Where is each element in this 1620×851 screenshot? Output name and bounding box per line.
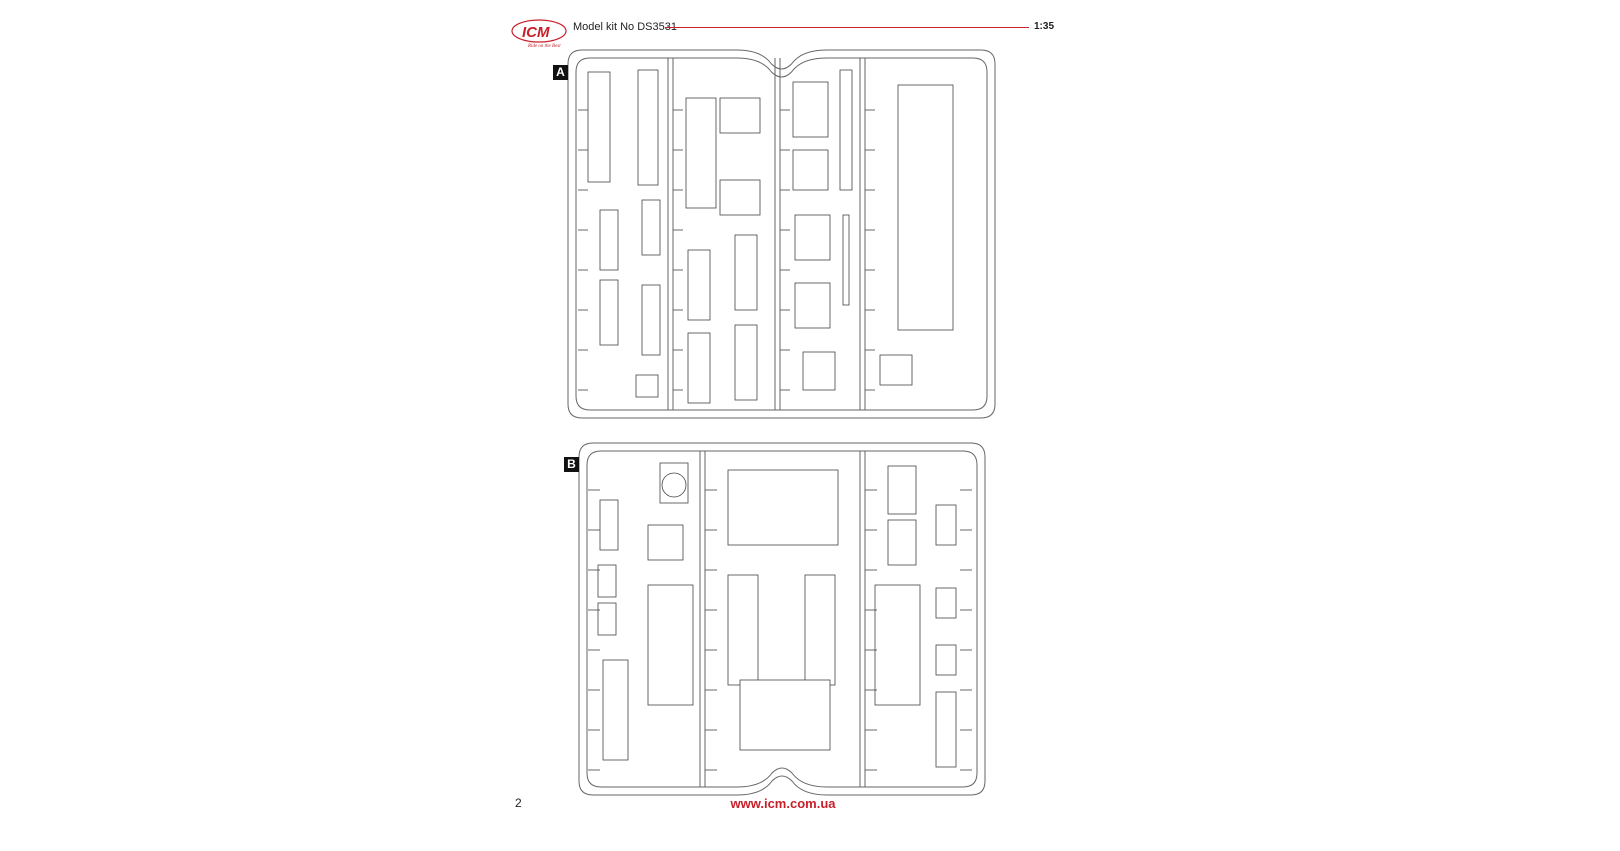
- sprue-part: [935, 587, 957, 619]
- sprue-part: [734, 234, 758, 311]
- sprue-part: [727, 574, 759, 686]
- sprue-part: [719, 179, 761, 216]
- header-rule: [665, 27, 1029, 28]
- sprue-part: [839, 69, 853, 191]
- sprue-part: [687, 332, 711, 404]
- sprue-frame-outline: [578, 442, 986, 796]
- sprue-part: [602, 659, 629, 761]
- sprue-part: [802, 351, 836, 391]
- sprue-part: [647, 524, 684, 561]
- sprue-part: [727, 469, 839, 546]
- sprue-part: [587, 71, 611, 183]
- sprue-part: [734, 324, 758, 401]
- sprue-part: [897, 84, 954, 331]
- sprue-parts: [578, 69, 972, 771]
- sprue-frame-outline: [575, 57, 988, 411]
- sprue-part: [661, 472, 687, 498]
- sprue-part: [635, 374, 659, 398]
- sprue-part: [641, 284, 661, 356]
- sprue-part: [599, 209, 619, 271]
- sprue-part: [842, 214, 850, 306]
- sprue-part: [804, 574, 836, 686]
- sprue-part: [794, 214, 831, 261]
- scale-label: 1:35: [1034, 21, 1055, 32]
- website-link[interactable]: www.icm.com.ua: [730, 796, 836, 811]
- kit-title: Model kit No DS3531: [573, 21, 677, 33]
- sprue-part: [647, 584, 694, 706]
- sprue-part: [597, 564, 617, 598]
- sprue-frame-outline: [586, 450, 978, 788]
- sprue-part: [739, 679, 831, 751]
- sprue-part: [597, 602, 617, 636]
- sprue-part: [887, 465, 917, 515]
- sprue-part: [935, 644, 957, 676]
- sprue-part: [719, 97, 761, 134]
- icm-logo: ICM Ride on the Best: [511, 19, 567, 49]
- svg-text:Ride on the Best: Ride on the Best: [527, 44, 561, 49]
- sprue-part: [599, 279, 619, 346]
- sprue-part: [641, 199, 661, 256]
- sprue-label-b: B: [564, 457, 579, 472]
- sprue-b-frame: [578, 442, 986, 796]
- sprue-part: [792, 149, 829, 191]
- sprue-part: [879, 354, 913, 386]
- sprue-part: [685, 97, 717, 209]
- sprue-part: [935, 691, 957, 768]
- svg-text:ICM: ICM: [522, 24, 550, 41]
- page-number: 2: [515, 796, 522, 810]
- sprue-part: [637, 69, 659, 186]
- sprue-a-frame: [567, 49, 996, 419]
- sprue-part: [792, 81, 829, 138]
- sprue-part: [935, 504, 957, 546]
- sprue-part: [874, 584, 921, 706]
- sprue-part: [599, 499, 619, 551]
- sprue-frame-outline: [567, 49, 996, 419]
- sprue-part: [794, 282, 831, 329]
- sprue-part: [887, 519, 917, 566]
- sprue-part: [687, 249, 711, 321]
- sprue-label-a: A: [553, 65, 568, 80]
